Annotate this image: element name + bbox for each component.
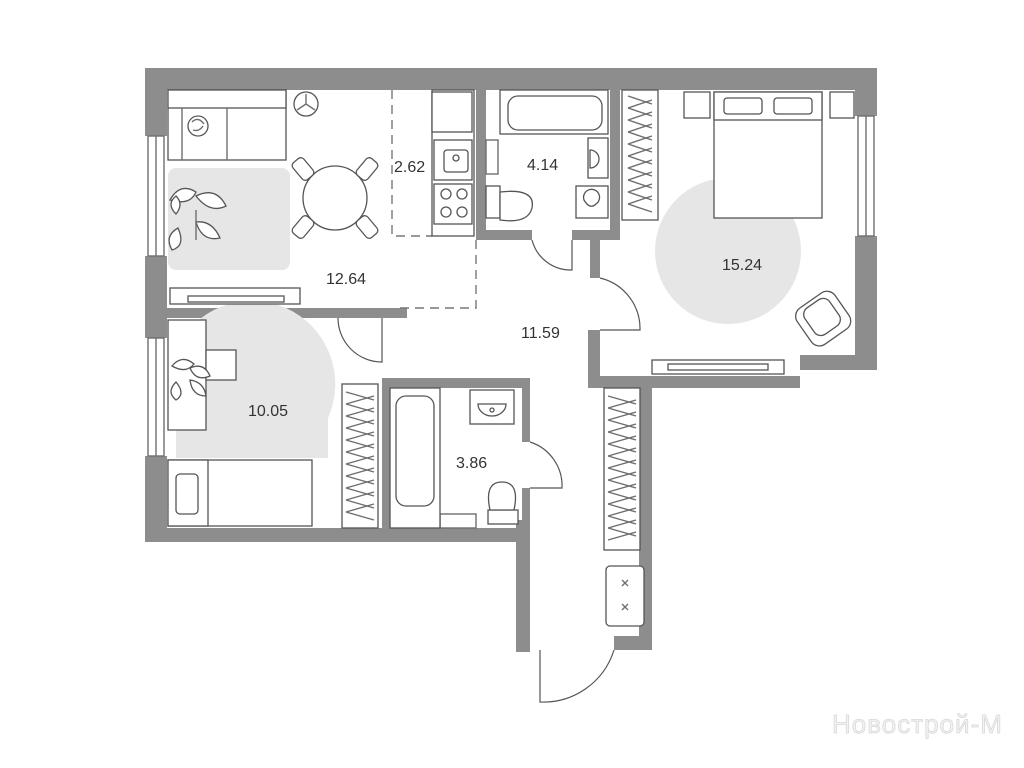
area-living: 12.64 xyxy=(326,271,366,288)
living-rug xyxy=(168,168,290,270)
fan-icon xyxy=(293,91,319,117)
area-bedroom-small: 10.05 xyxy=(248,403,288,420)
windows xyxy=(147,115,875,457)
watermark: Новострой-М xyxy=(832,709,1003,739)
kitchen-furniture xyxy=(431,89,475,237)
bath-bottom-furniture xyxy=(389,387,519,529)
small-bedroom-furniture xyxy=(167,319,379,529)
area-labels: 12.64 2.62 4.14 15.24 11.59 10.05 3.86 xyxy=(248,157,762,472)
small-bedroom-rug xyxy=(176,300,336,458)
plant-icon xyxy=(187,115,209,137)
area-bath-top: 4.14 xyxy=(527,157,558,174)
area-kitchen: 2.62 xyxy=(394,159,425,176)
bedroom-furniture xyxy=(621,89,855,375)
living-furniture xyxy=(167,89,379,305)
corridor-furniture xyxy=(603,387,645,627)
dining-table xyxy=(291,157,379,239)
walls xyxy=(145,68,877,652)
kitchen-boundary xyxy=(391,90,432,237)
monstera-icon xyxy=(168,187,227,251)
plant-icon xyxy=(170,358,211,401)
living-boundary xyxy=(400,240,477,309)
bath-top-furniture xyxy=(485,89,609,222)
armchair-icon xyxy=(794,290,852,347)
area-bedroom-main: 15.24 xyxy=(722,257,762,274)
area-hall: 11.59 xyxy=(521,325,560,342)
doors xyxy=(337,239,641,703)
area-bath-bottom: 3.86 xyxy=(456,455,487,472)
